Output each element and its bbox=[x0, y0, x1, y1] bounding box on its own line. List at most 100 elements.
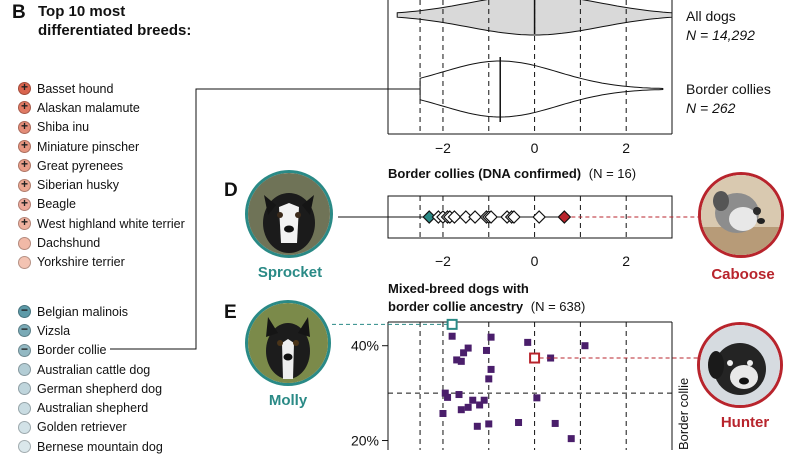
breed-sign: + bbox=[20, 99, 28, 114]
strip-diamond-point bbox=[507, 210, 521, 224]
panel-e-title-line2: border collie ancestry (N = 638) bbox=[388, 299, 585, 314]
sprocket-photo bbox=[245, 170, 333, 258]
breed-dot-icon: + bbox=[18, 138, 31, 154]
breed-dot-icon bbox=[18, 255, 31, 269]
violin-bc-n: N = 262 bbox=[686, 100, 736, 116]
scatter-point bbox=[485, 375, 493, 383]
scatter-point bbox=[476, 401, 484, 409]
breed-name: Belgian malinois bbox=[37, 304, 129, 319]
breed-item: + Siberian husky bbox=[18, 175, 185, 194]
breed-name: Golden retriever bbox=[37, 420, 127, 435]
breed-name: Siberian husky bbox=[37, 178, 119, 193]
scatter-point bbox=[487, 365, 495, 373]
breed-sign: + bbox=[20, 80, 28, 95]
breed-dot-icon: − bbox=[18, 341, 31, 357]
breed-dot-icon: + bbox=[18, 157, 31, 173]
breed-name: Australian shepherd bbox=[37, 401, 149, 416]
scatter-y-tick-label: 20% bbox=[351, 433, 379, 449]
scatter-point bbox=[533, 394, 541, 402]
breed-item: + Alaskan malamute bbox=[18, 98, 185, 117]
strip-diamond-point bbox=[447, 210, 462, 224]
scatter-point bbox=[460, 349, 468, 357]
scatter-point bbox=[464, 403, 472, 411]
breed-dot-icon: − bbox=[18, 323, 31, 338]
breed-name: Alaskan malamute bbox=[37, 100, 140, 115]
breed-sign: + bbox=[20, 118, 28, 133]
scatter-y-tick-label: 40% bbox=[351, 338, 379, 354]
scatter-point bbox=[515, 419, 523, 427]
violin-chart bbox=[387, 0, 673, 135]
breed-name: Miniature pinscher bbox=[37, 139, 140, 154]
dna-confirmed-strip bbox=[338, 195, 673, 239]
panel-d-n: (N = 16) bbox=[589, 166, 636, 181]
breed-dot-icon: + bbox=[18, 215, 31, 231]
scatter-point bbox=[457, 406, 465, 414]
hunter-point bbox=[529, 352, 541, 364]
strip-x-tick-label: 0 bbox=[531, 253, 539, 269]
violin-x-tick-label: −2 bbox=[435, 140, 451, 156]
panel-letter-e: E bbox=[224, 302, 237, 323]
breed-name: Basset hound bbox=[37, 81, 114, 96]
breed-dot-icon: + bbox=[18, 99, 31, 115]
breeds-title-line1: Top 10 most bbox=[38, 3, 126, 20]
scatter-point bbox=[567, 435, 575, 443]
scatter-point bbox=[444, 393, 452, 401]
scatter-point bbox=[485, 420, 493, 428]
breed-name: Yorkshire terrier bbox=[37, 255, 125, 270]
breed-item: Australian shepherd bbox=[18, 398, 163, 417]
breed-dot-icon: + bbox=[18, 176, 31, 192]
breed-name: Vizsla bbox=[37, 323, 71, 338]
breed-sign: − bbox=[20, 303, 28, 318]
breed-dot-icon bbox=[18, 420, 31, 434]
breed-item: + Shiba inu bbox=[18, 118, 185, 137]
scatter-point bbox=[524, 338, 532, 346]
breeds-title-line2: differentiated breeds: bbox=[38, 22, 192, 39]
molly-label: Molly bbox=[268, 392, 308, 409]
violin-bc-label: Border collies bbox=[686, 81, 771, 97]
breed-sign: + bbox=[20, 215, 28, 230]
mixed-breed-scatter bbox=[382, 318, 673, 450]
strip-x-tick-label: −2 bbox=[435, 253, 451, 269]
breed-dot-icon bbox=[18, 363, 31, 377]
breed-name: West highland white terrier bbox=[37, 216, 185, 231]
scatter-point bbox=[487, 333, 495, 341]
breed-name: Border collie bbox=[37, 343, 107, 358]
molly-point bbox=[446, 318, 458, 330]
breed-dot-icon bbox=[18, 382, 31, 396]
scatter-point bbox=[581, 342, 589, 350]
breed-sign: − bbox=[20, 341, 28, 356]
breed-dot-icon bbox=[18, 401, 31, 415]
strip-diamond-point bbox=[557, 210, 572, 224]
strip-diamond-point bbox=[484, 210, 498, 224]
breed-name: Great pyrenees bbox=[37, 158, 124, 173]
breed-item: −Border collie bbox=[18, 341, 163, 360]
breed-item: + Basset hound bbox=[18, 79, 185, 98]
breed-item: + Miniature pinscher bbox=[18, 137, 185, 156]
dog-portrait-icon bbox=[248, 303, 328, 383]
hunter-photo bbox=[697, 322, 783, 408]
breed-item: Golden retriever bbox=[18, 418, 163, 437]
breed-item: −Vizsla bbox=[18, 321, 163, 340]
border-collie-connector bbox=[110, 88, 420, 350]
breed-dot-icon bbox=[18, 236, 31, 250]
breed-sign: + bbox=[20, 157, 28, 172]
panel-letter-d: D bbox=[224, 180, 238, 201]
breed-name: Shiba inu bbox=[37, 120, 90, 135]
strip-diamond-point bbox=[532, 210, 547, 224]
breed-sign: + bbox=[20, 138, 28, 153]
dog-portrait-icon bbox=[248, 173, 330, 255]
breed-item: Yorkshire terrier bbox=[18, 253, 185, 272]
dog-portrait-icon bbox=[701, 175, 781, 255]
breed-item: −Belgian malinois bbox=[18, 302, 163, 321]
breed-name: Dachshund bbox=[37, 236, 101, 251]
breed-item: + West highland white terrier bbox=[18, 214, 185, 233]
breed-sign: + bbox=[20, 176, 28, 191]
breed-item: + Great pyrenees bbox=[18, 156, 185, 175]
strip-x-tick-label: 2 bbox=[622, 253, 630, 269]
scatter-rotated-label: Border collie bbox=[676, 378, 691, 450]
violin-all-label: All dogs bbox=[686, 8, 736, 24]
biddable-header: Biddable bbox=[56, 279, 112, 295]
panel-d-title: Border collies (DNA confirmed) (N = 16) bbox=[388, 166, 636, 181]
